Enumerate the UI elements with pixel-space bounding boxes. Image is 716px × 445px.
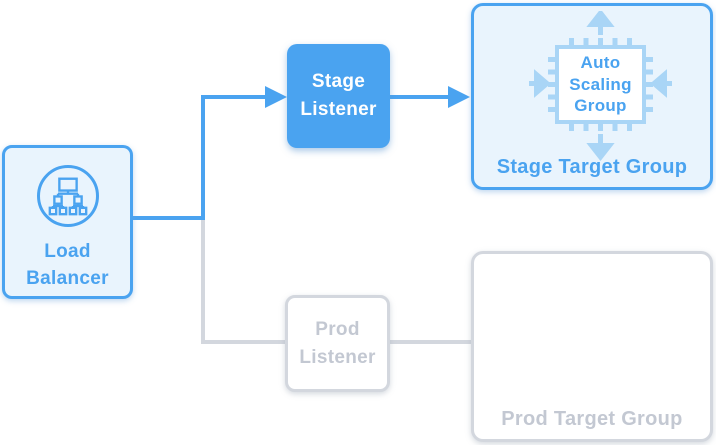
arrowhead-to-stage-listener-icon — [265, 86, 287, 108]
connector-prod-horizontal — [201, 340, 285, 344]
prod-listener-label: Prod Listener — [299, 318, 376, 368]
node-prod-target-group: Prod Target Group — [471, 251, 713, 442]
load-balancer-icon-circle — [36, 165, 99, 227]
connector-listener-to-prod-tg — [390, 340, 471, 344]
connector-stage-vertical — [201, 95, 205, 220]
load-balancer-tree-icon — [48, 177, 87, 216]
node-prod-listener: Prod Listener — [285, 295, 390, 392]
connector-listener-to-stage-tg — [390, 95, 450, 99]
connector-stage-horizontal — [201, 95, 267, 99]
connector-lb-horizontal — [133, 216, 205, 220]
cpu-chip-with-scaling-arrows-icon — [529, 11, 672, 161]
prod-target-group-label: Prod Target Group — [501, 408, 683, 430]
load-balancer-label: Load Balancer — [26, 241, 109, 289]
node-stage-listener: Stage Listener — [287, 44, 390, 148]
node-stage-target-group: Auto Scaling Group Stage Target Group — [471, 3, 713, 190]
auto-scaling-group-label: Auto Scaling Group — [569, 52, 632, 116]
connector-prod-vertical — [201, 220, 205, 344]
stage-listener-label: Stage Listener — [300, 71, 377, 120]
stage-target-group-label: Stage Target Group — [496, 156, 688, 178]
node-load-balancer: Load Balancer — [2, 145, 133, 299]
arrowhead-to-stage-target-group-icon — [448, 86, 470, 108]
